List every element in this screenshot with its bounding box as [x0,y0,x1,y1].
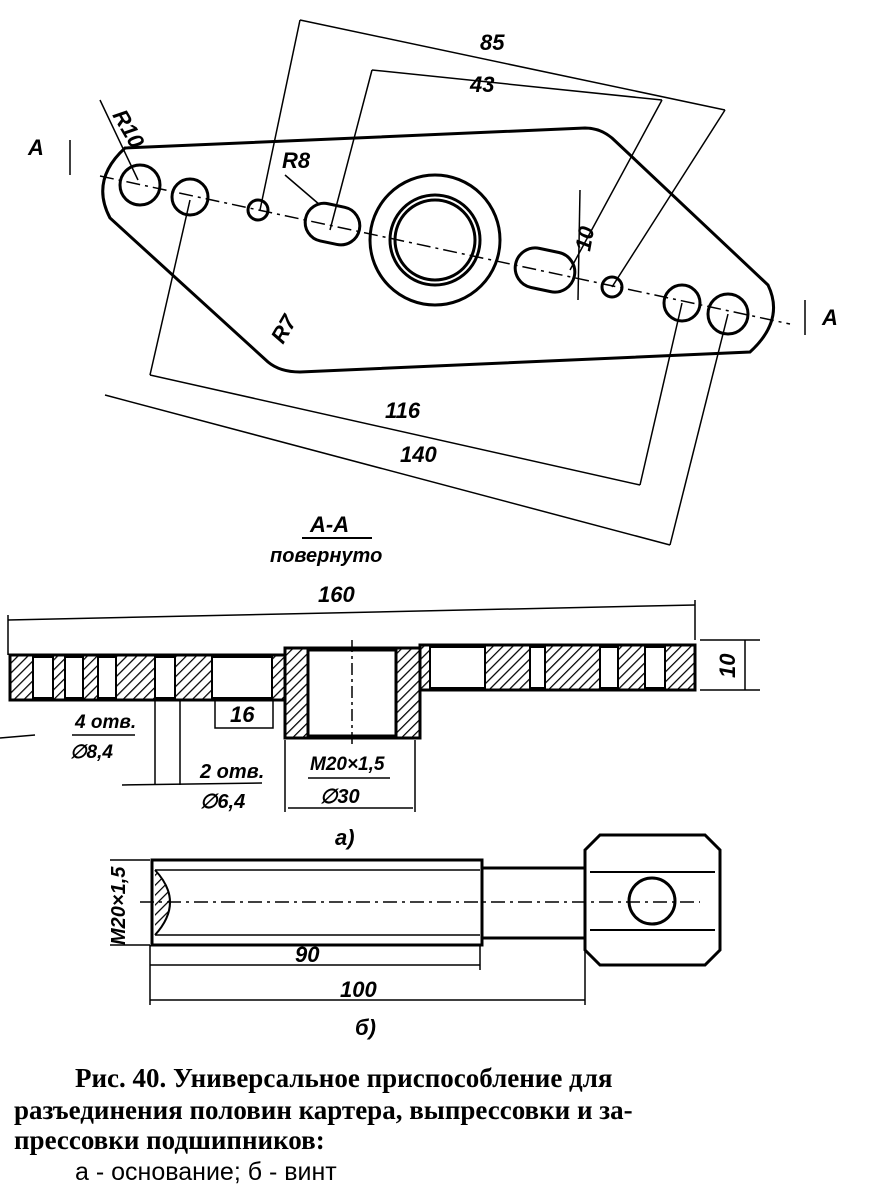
dia-30: ∅30 [320,786,360,808]
dim-140: 140 [400,442,437,467]
screw-view [110,833,722,1005]
hole [118,163,162,207]
section-subtitle: повернуто [270,545,382,567]
holes-2-label: 2 отв. [199,761,264,783]
holes-2-dia: ∅6,4 [200,791,245,813]
hole [170,177,210,217]
holes-4-label: 4 отв. [74,712,136,733]
center-line [99,175,791,325]
radius-r7: R7 [266,309,303,347]
section-mark-left: A [27,135,44,160]
caption-line-2: разъединения половин картера, выпрессовк… [14,1095,633,1125]
section-view: A-A повернуто 160 10 16 4 отв. ∅8,4 [0,512,760,850]
hole [662,283,702,323]
boss-outer [368,173,502,307]
holes-4-dia: ∅8,4 [70,742,113,763]
hole [706,292,750,336]
boss-inner [393,198,477,282]
caption-line-3: прессовки подшипников: [14,1125,325,1155]
screw-neck [480,866,587,940]
plate-outline [101,126,776,374]
dim-10-thickness: 10 [715,653,740,678]
slot [513,246,577,294]
screw-hex-head [583,833,722,967]
dim-43: 43 [469,72,494,97]
thread-label: M20×1,5 [310,754,385,775]
slot [303,201,362,247]
radius-r8: R8 [282,148,311,173]
hole [246,198,270,222]
caption-legend: а - основание; б - винт [75,1158,337,1186]
screw-thread-label: M20×1,5 [108,866,130,945]
dim-85: 85 [480,30,505,55]
dim-10-slot: 10 [570,224,599,253]
dim-100: 100 [340,977,377,1002]
dim-16: 16 [230,702,255,727]
caption-line-1: Рис. 40. Универсальное приспособление дл… [75,1063,613,1093]
section-mark-right: A [821,305,838,330]
view-label-b: б) [355,1015,376,1040]
dim-160: 160 [318,582,355,607]
plan-view [69,19,806,546]
dim-116: 116 [385,398,421,423]
dimension-lines [69,19,806,546]
view-label-a: а) [335,825,355,850]
section-title: A-A [309,512,349,537]
dim-90: 90 [295,942,320,967]
boss-thread [388,193,482,287]
cross-hole [627,876,677,926]
hole [600,275,624,299]
